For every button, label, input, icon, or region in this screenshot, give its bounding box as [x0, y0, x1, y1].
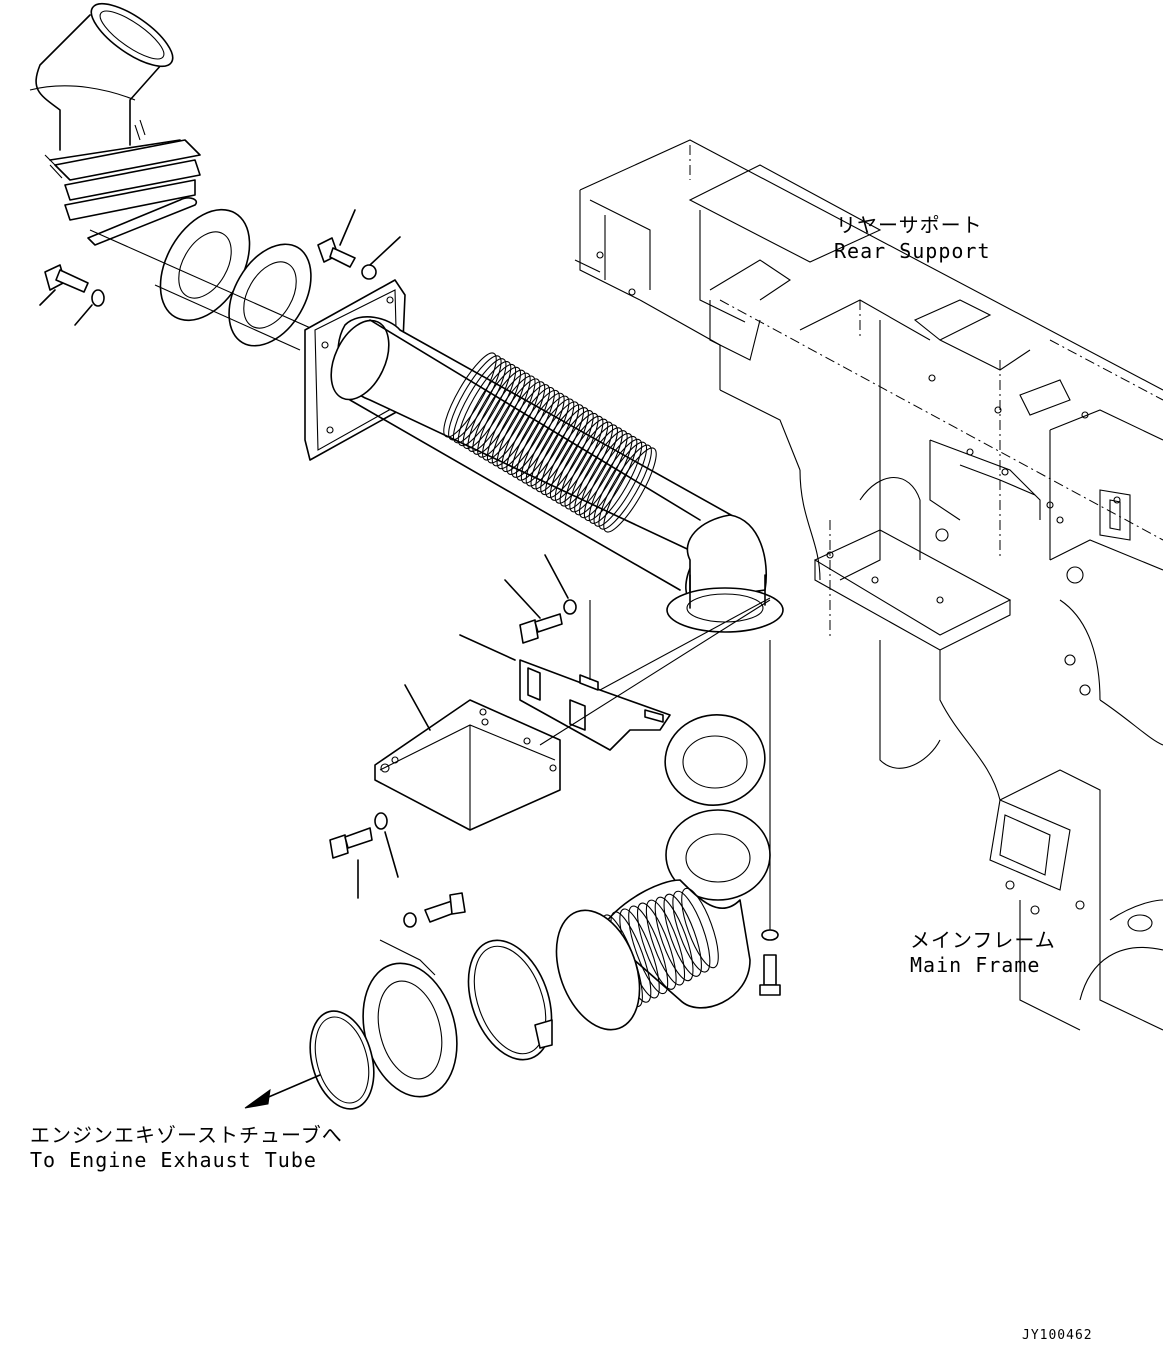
bellows-rib	[448, 355, 502, 441]
bellows-rib	[462, 363, 517, 450]
rear-support-label-jp: リヤーサポート	[836, 213, 983, 237]
exhaust-direction-arrow	[244, 1074, 321, 1109]
bellows-rib	[530, 404, 584, 490]
bellows-rib	[520, 398, 575, 484]
main-frame-label-jp: メインフレーム	[910, 928, 1056, 952]
lower-bellows-rib	[628, 905, 669, 995]
rear-support-frame	[574, 139, 1163, 1031]
main-exhaust-pipe	[304, 279, 784, 633]
upper-bolts	[39, 209, 401, 326]
upper-gaskets	[89, 208, 361, 351]
bellows-rib	[443, 352, 497, 438]
lower-bellows-rib	[681, 887, 719, 969]
bellows-rib	[477, 372, 531, 458]
bellows-rib	[535, 407, 589, 493]
bellows-rib	[486, 378, 541, 464]
bellows-rib	[452, 358, 507, 444]
bellows-rib	[598, 444, 652, 530]
main-frame-label-en: Main Frame	[910, 953, 1041, 977]
rear-support-label-en: Rear Support	[834, 239, 991, 263]
bellows-rib	[579, 433, 633, 519]
exhaust-tube-label-jp: エンジンエキゾーストチューブへ	[30, 1123, 343, 1147]
bellows-rib	[467, 366, 521, 452]
pipe-bellows	[443, 352, 657, 533]
bellows-rib	[559, 421, 614, 507]
drawing-code: JY100462	[1022, 1328, 1093, 1343]
exhaust-tube-label-en: To Engine Exhaust Tube	[30, 1148, 317, 1172]
bracket-assembly	[374, 597, 771, 831]
bellows-rib	[540, 410, 594, 496]
bellows-rib	[511, 392, 565, 478]
middle-bolts	[329, 554, 577, 899]
bellows-rib	[457, 361, 512, 447]
bellows-rib	[496, 384, 551, 470]
bellows-rib	[569, 427, 623, 513]
bellows-rib	[554, 418, 609, 504]
lower-bellows-rib	[637, 902, 677, 990]
bellows-rib	[603, 447, 657, 533]
bellows-rib	[588, 438, 643, 524]
bellows-rib	[472, 369, 526, 455]
bellows-rib	[525, 401, 580, 487]
bellows-rib	[482, 375, 536, 461]
upper-elbow-assembly	[29, 2, 201, 246]
bellows-rib	[506, 389, 560, 475]
bellows-rib	[564, 424, 618, 510]
lower-bellows-rib	[645, 899, 686, 986]
bellows-rib	[491, 381, 546, 467]
lower-bellows-rib	[663, 893, 702, 977]
lower-assembly	[309, 640, 781, 1110]
bellows-rib	[549, 415, 604, 501]
bellows-rib	[501, 386, 555, 473]
bellows-rib	[545, 412, 599, 499]
bellows-rib	[516, 395, 570, 481]
bellows-rib	[593, 441, 648, 527]
lower-bellows-rib	[672, 890, 711, 973]
lower-bellows-rib	[654, 896, 694, 982]
bellows-rib	[583, 435, 638, 522]
bellows-rib	[574, 430, 628, 516]
center-lines	[689, 145, 1163, 640]
